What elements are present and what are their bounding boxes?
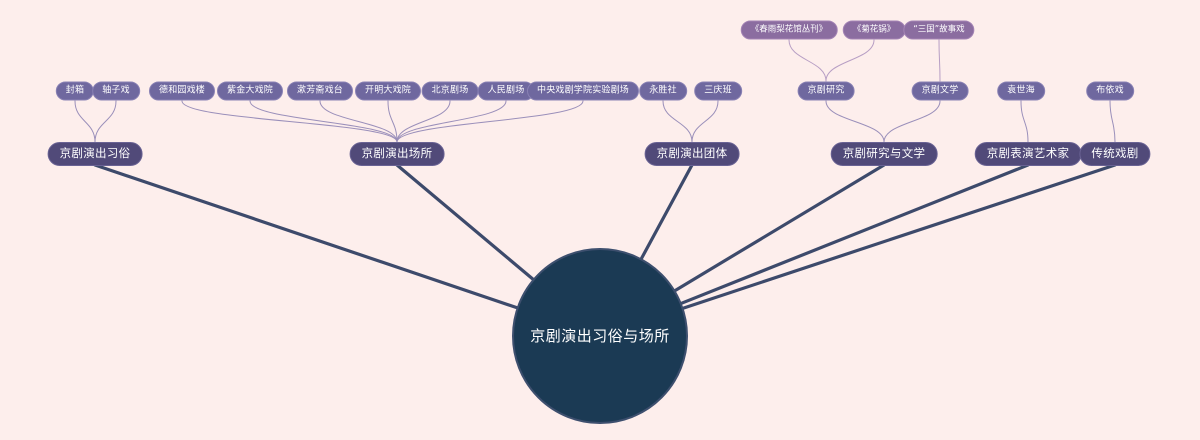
leaf-node[interactable]: 紫金大戏院 bbox=[216, 81, 284, 101]
branch-node[interactable]: 京剧演出团体 bbox=[644, 142, 740, 166]
leaf-node[interactable]: 京剧文学 bbox=[911, 81, 969, 101]
leaf-node[interactable]: 封箱 bbox=[55, 81, 95, 101]
leaf-node[interactable]: 中央戏剧学院实验剧场 bbox=[526, 81, 640, 101]
branch-node[interactable]: 京剧研究与文学 bbox=[830, 142, 938, 166]
work-node[interactable]: 《春雨梨花馆丛刊》 bbox=[740, 20, 838, 40]
branch-node[interactable]: 京剧演出习俗 bbox=[47, 142, 143, 166]
branch-node[interactable]: 京剧表演艺术家 bbox=[974, 142, 1082, 166]
branch-node[interactable]: 京剧演出场所 bbox=[349, 142, 445, 166]
leaf-node[interactable]: 德和园戏楼 bbox=[148, 81, 216, 101]
leaf-node[interactable]: 人民剧场 bbox=[477, 81, 535, 101]
root-node[interactable]: 京剧演出习俗与场所 bbox=[512, 248, 688, 424]
leaf-node[interactable]: 开明大戏院 bbox=[354, 81, 422, 101]
leaf-node[interactable]: 布依戏 bbox=[1086, 81, 1134, 101]
leaf-node[interactable]: 漱芳斋戏台 bbox=[286, 81, 354, 101]
branch-node[interactable]: 传统戏剧 bbox=[1079, 142, 1151, 166]
leaf-node[interactable]: 京剧研究 bbox=[797, 81, 855, 101]
leaf-node[interactable]: 轴子戏 bbox=[92, 81, 140, 101]
work-node[interactable]: “三国”故事戏 bbox=[903, 20, 975, 40]
leaf-node[interactable]: 北京剧场 bbox=[421, 81, 479, 101]
work-node[interactable]: 《菊花锅》 bbox=[842, 20, 906, 40]
leaf-node[interactable]: 三庆班 bbox=[694, 81, 742, 101]
leaf-node[interactable]: 袁世海 bbox=[997, 81, 1045, 101]
leaf-node[interactable]: 永胜社 bbox=[639, 81, 687, 101]
